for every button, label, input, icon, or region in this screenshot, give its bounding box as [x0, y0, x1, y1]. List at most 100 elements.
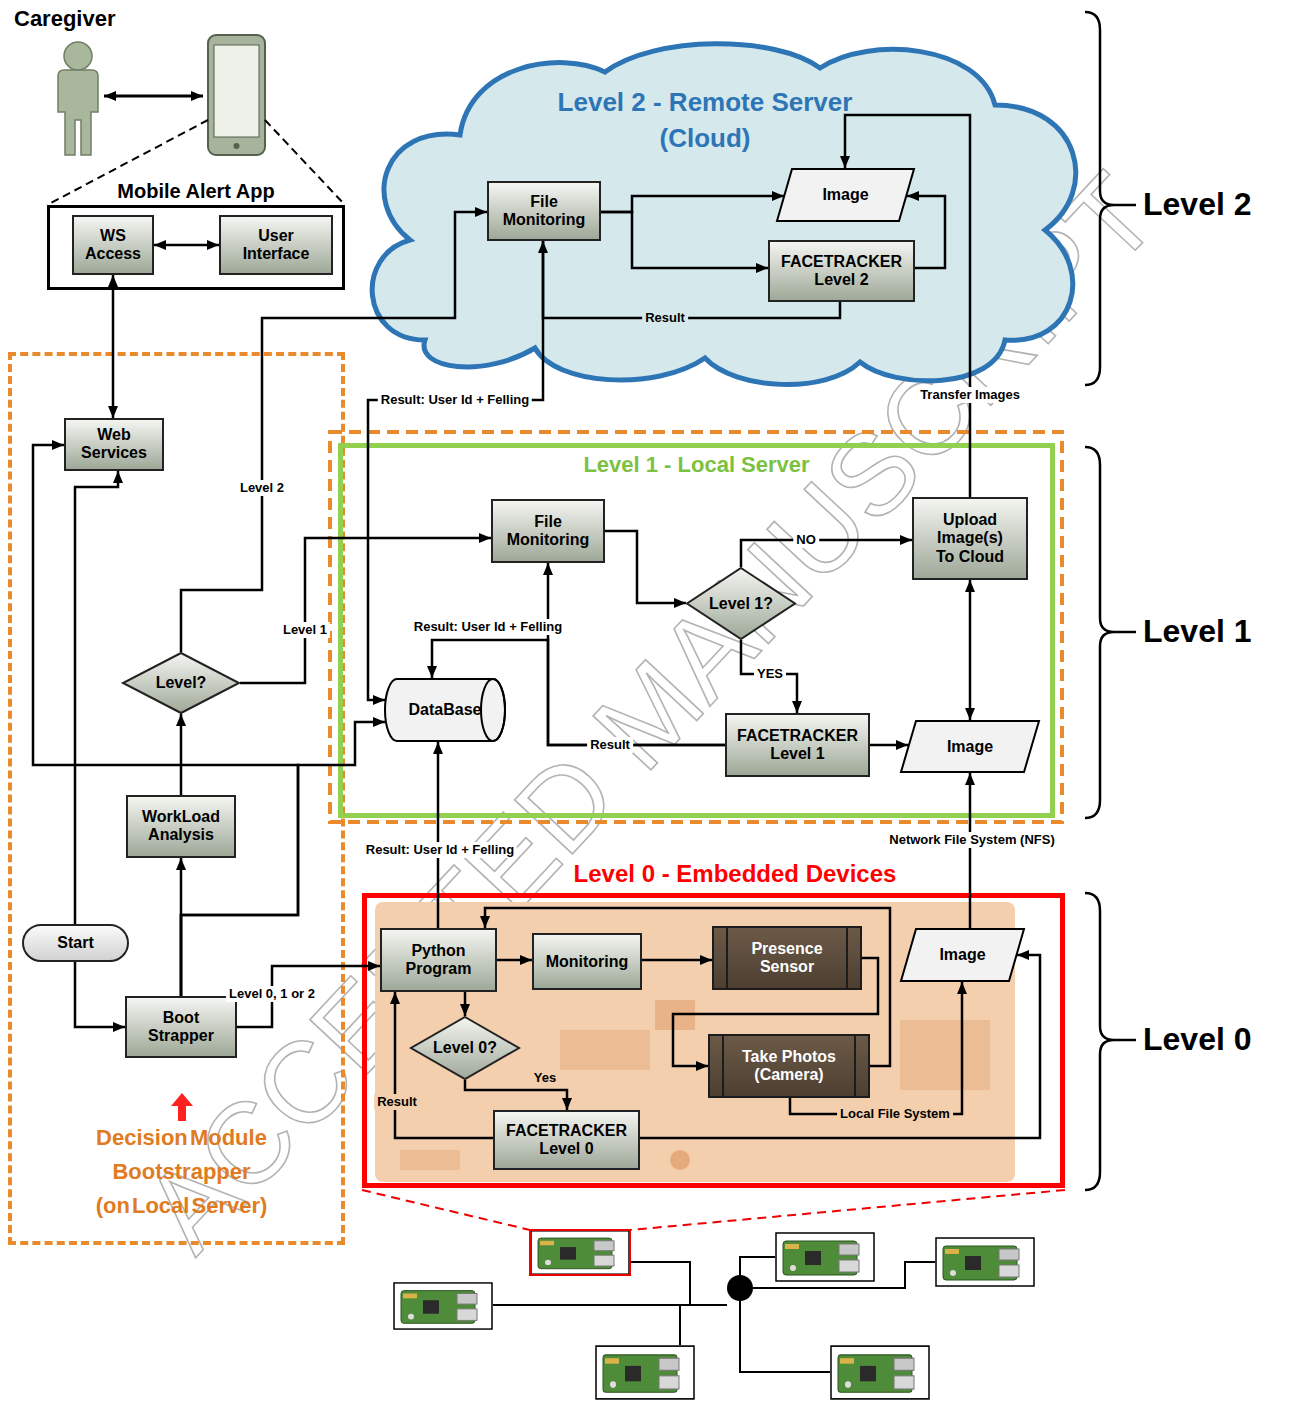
connector [870, 744, 908, 747]
box-label: WS Access [82, 227, 144, 264]
connector [368, 241, 543, 700]
box-label: Level? [140, 674, 223, 692]
region-title: Mobile Alert App [50, 179, 342, 203]
decision-diamond: Level 0? [410, 1016, 520, 1080]
process-box: Monitoring [532, 933, 642, 990]
start-terminal: Start [22, 924, 129, 962]
edge-label: Level 0, 1 or 2 [226, 986, 318, 1002]
mobile-phone [208, 35, 265, 155]
connector [180, 714, 183, 795]
edge-label: Result: User Id + Felling [378, 392, 532, 408]
connector [181, 212, 487, 652]
box-label: Boot Strapper [135, 1009, 227, 1046]
edge-label: Yes [531, 1070, 559, 1086]
process-box: Web Services [64, 418, 164, 471]
box-label: Take Photos (Camera) [736, 1048, 842, 1085]
connector [180, 858, 183, 996]
process-box: Python Program [380, 928, 497, 992]
box-label: Start [34, 934, 117, 952]
box-label: File Monitoring [497, 193, 591, 230]
subroutine-box: Take Photos (Camera) [708, 1034, 870, 1098]
box-label: FACETRACKER Level 0 [503, 1122, 630, 1159]
box-label: User Interface [229, 227, 323, 264]
box-label: FACETRACKER Level 1 [735, 727, 860, 764]
edge-label: Network File System (NFS) [886, 832, 1057, 848]
edge-label: Result: User Id + Felling [363, 842, 517, 858]
process-box: Upload Image(s) To Cloud [912, 497, 1028, 580]
region-title: Level 0 - Embedded Devices [460, 860, 1010, 888]
zoom-leader [47, 120, 345, 205]
database-cylinder: DataBase [385, 678, 505, 742]
connector [673, 958, 878, 1066]
zoom-leader [362, 1190, 1065, 1230]
edge-label: Transfer Images [917, 387, 1023, 403]
connector [969, 580, 972, 720]
connector [75, 471, 118, 924]
connector [741, 540, 912, 567]
edge-label: Result [374, 1094, 420, 1110]
box-label: Presence Sensor [740, 940, 834, 977]
cylinder-body [385, 679, 505, 741]
connector [75, 962, 125, 1027]
decision-diamond: Level 1? [686, 567, 796, 640]
box-label: Python Program [390, 942, 487, 979]
actor-label: Caregiver [14, 6, 116, 32]
region-title: Decision Module Bootstrapper (on Local S… [95, 1121, 268, 1223]
process-box: File Monitoring [491, 499, 605, 563]
box-label: Upload Image(s) To Cloud [928, 511, 1012, 566]
process-box: User Interface [219, 215, 333, 275]
connector [154, 244, 219, 247]
box-label: FACETRACKER Level 2 [778, 253, 905, 290]
process-box: WorkLoad Analysis [126, 795, 236, 858]
connector [845, 115, 970, 497]
connector [497, 959, 532, 962]
connector [548, 563, 725, 745]
cylinder-end [481, 679, 505, 741]
region-title: Level 2 - Remote Server (Cloud) [525, 84, 885, 156]
box-label: Image [922, 738, 1018, 756]
caregiver-person [58, 42, 98, 155]
cloud-outline [372, 44, 1076, 385]
connector [601, 212, 768, 268]
box-label: Level 1? [703, 595, 780, 613]
network-hub [727, 1275, 753, 1301]
edge-label: Local File System [837, 1106, 953, 1122]
connector [237, 966, 380, 1027]
level-label: Level 1 [1143, 613, 1252, 650]
subroutine-box: Presence Sensor [712, 926, 862, 990]
box-label: DataBase [405, 701, 485, 719]
box-label: Web Services [74, 426, 154, 463]
connector [395, 992, 493, 1138]
parallelogram-outline [901, 929, 1024, 981]
data-parallelogram: Image [900, 720, 1040, 773]
interaction-arrow [104, 95, 203, 98]
connector [642, 959, 712, 962]
edge-label: Result: User Id + Felling [411, 619, 565, 635]
connector [640, 955, 1040, 1138]
diamond-outline [123, 653, 239, 713]
box-label: Monitoring [542, 953, 632, 971]
connector [437, 742, 440, 928]
edge-label: Level 2 [237, 480, 287, 496]
process-box: File Monitoring [487, 181, 601, 241]
connector [465, 1080, 567, 1110]
connector [112, 275, 115, 418]
connector [605, 531, 686, 603]
data-parallelogram: Image [900, 928, 1025, 982]
process-box: FACETRACKER Level 1 [725, 713, 870, 777]
box-label: File Monitoring [501, 513, 595, 550]
connector [790, 982, 962, 1114]
level-label: Level 2 [1143, 186, 1252, 223]
edge-label: YES [754, 666, 786, 682]
connector [601, 196, 784, 212]
connector [240, 538, 491, 683]
edge-label: NO [793, 532, 819, 548]
process-box: WS Access [72, 215, 154, 275]
parallelogram-outline [901, 721, 1039, 772]
connector [907, 196, 945, 268]
connector [464, 992, 467, 1016]
module-region: Decision Module Bootstrapper (on Local S… [8, 352, 345, 1245]
box-label: Level 0? [427, 1039, 504, 1057]
edge-label: Result [642, 310, 688, 326]
